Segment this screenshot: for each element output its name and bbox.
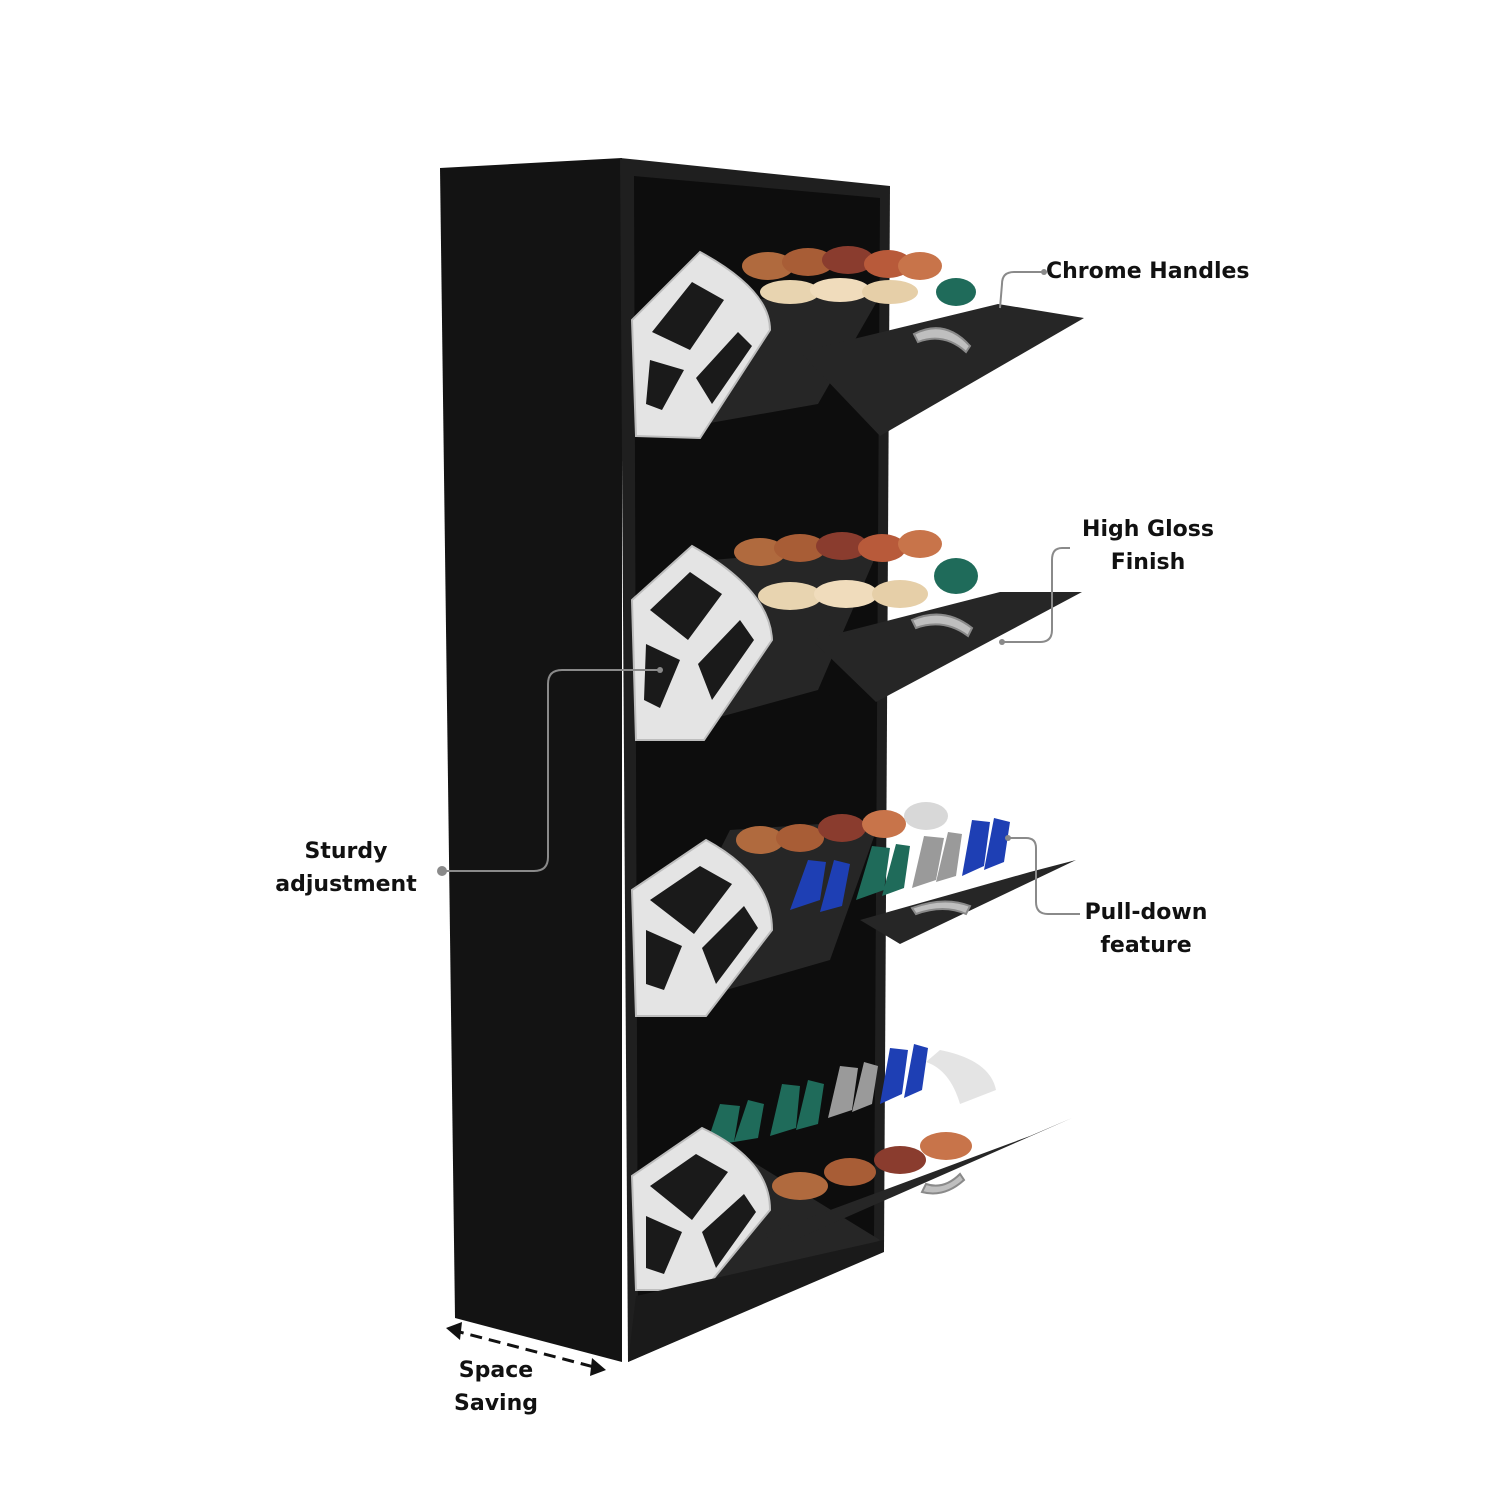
cabinet-side-panel <box>440 158 622 1362</box>
callout-sturdy-adjustment: Sturdy adjustment <box>266 835 426 901</box>
bracket-cutouts <box>646 866 758 990</box>
shoe-row <box>742 246 976 306</box>
pull-down-door-3 <box>860 860 1076 944</box>
shoe-row <box>736 802 1010 912</box>
shelf-4-end-bracket <box>926 1050 996 1104</box>
callout-space-saving-line-1: Space <box>458 1358 534 1383</box>
shelf-compartment-3 <box>630 802 1076 1017</box>
callout-line-chrome-handles <box>999 271 1044 309</box>
cabinet-interior <box>634 176 880 1340</box>
chrome-handle-2 <box>910 613 974 638</box>
shoe-row <box>706 1044 972 1200</box>
callout-pull-down-line-2: feature <box>1100 933 1192 958</box>
callout-chrome-handles: Chrome Handles <box>1046 255 1250 288</box>
bracket-cutouts <box>644 572 754 708</box>
chrome-handle-3 <box>910 900 972 916</box>
callout-pull-down-feature: Pull-down feature <box>1066 896 1226 962</box>
callout-sturdy-line-2: adjustment <box>275 872 417 897</box>
shelf-compartment-1 <box>630 246 1084 440</box>
callout-lines <box>442 271 1080 915</box>
callout-dots <box>437 269 1047 876</box>
callout-space-saving-line-2: Saving <box>454 1391 538 1416</box>
callout-pull-down-line-1: Pull-down <box>1084 900 1208 925</box>
bracket-cutouts <box>646 1154 756 1274</box>
callout-line-pull-down <box>1008 837 1080 915</box>
chrome-handle-4 <box>920 1172 966 1195</box>
shelf-compartment-2 <box>630 530 1082 741</box>
chrome-handle-1 <box>912 327 972 354</box>
callout-line-high-gloss <box>1002 547 1070 643</box>
callout-high-gloss-line-1: High Gloss <box>1082 517 1214 542</box>
callout-space-saving: Space Saving <box>436 1354 556 1420</box>
cabinet-plinth <box>628 1240 884 1362</box>
pull-down-door-2 <box>812 592 1082 702</box>
callout-sturdy-line-1: Sturdy <box>304 839 388 864</box>
callout-line-sturdy <box>442 669 660 872</box>
shoe-row <box>734 530 978 610</box>
bracket-cutouts <box>646 282 752 410</box>
callout-high-gloss-finish: High Gloss Finish <box>1068 513 1228 579</box>
callout-chrome-handles-line-1: Chrome Handles <box>1046 259 1250 284</box>
pull-down-door-4 <box>760 1118 1072 1242</box>
callout-high-gloss-line-2: Finish <box>1110 550 1186 575</box>
double-arrow-icon <box>446 1322 606 1376</box>
pull-down-door-1 <box>800 304 1084 436</box>
